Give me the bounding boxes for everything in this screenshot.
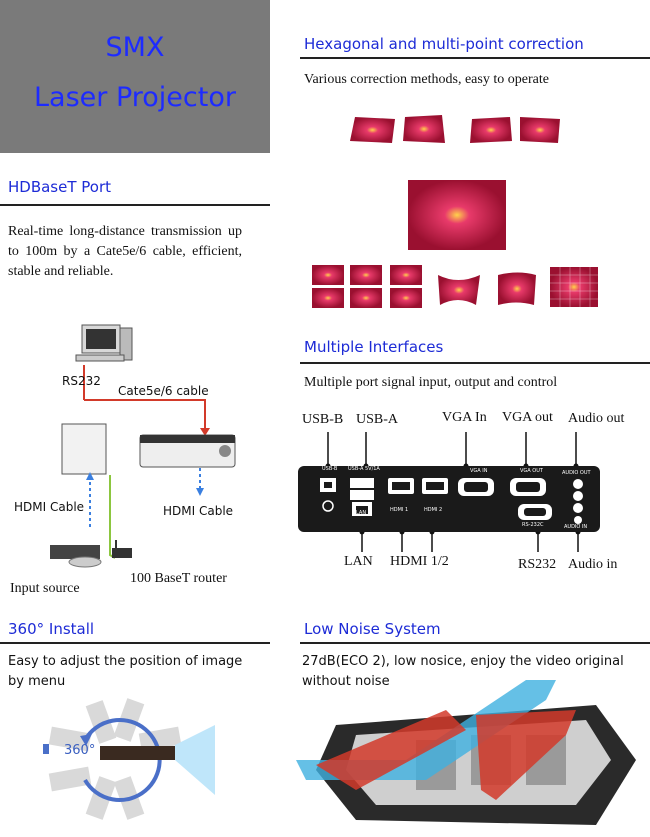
keystone-thumb-4 [520,117,560,143]
section-divider [0,642,270,644]
label-input-source: Input source [10,581,80,596]
interface-panel [298,432,600,552]
correction-illustration [312,115,598,308]
section-desc-hexagonal: Various correction methods, easy to oper… [304,72,549,87]
label-audio-out: Audio out [568,411,625,426]
section-desc-noise: 27dB(ECO 2), low nosice, enjoy the video… [302,654,624,689]
router-icon [112,548,132,558]
label-cat-cable: Cate5e/6 cable [118,384,209,398]
transmitter-box-icon [61,423,107,475]
noise-illustration [296,680,636,825]
label-rs232: RS232 [518,557,557,572]
label-usb-a: USB-A [356,412,399,427]
projection-beam [175,725,215,795]
corrected-image [408,180,506,250]
section-desc-interfaces: Multiple port signal input, output and c… [304,375,558,390]
panel-label-usb-b: USB-B [322,466,338,472]
install-illustration [43,698,215,820]
panel-label-lan: LAN [356,510,367,516]
hero-banner: SMX Laser Projector [0,0,270,153]
warp-thumb-2 [498,272,536,305]
panel-label-audio-out: AUDIO OUT [562,470,591,476]
label-vga-in: VGA In [442,410,487,425]
dvd-player-icon [50,545,100,559]
projector-icon [100,746,175,760]
panel-label-usb-a: USB-A 5V/1A [348,466,380,472]
label-audio-in: Audio in [568,557,618,572]
section-title-hdbaset: HDBaseT Port [8,178,112,196]
label-hdmi-cable-left: HDMI Cable [14,500,85,514]
hero-brand: SMX [105,32,165,63]
warp-thumb-1 [438,275,480,305]
red-airflow-arrow-1 [316,710,466,790]
label-vga-out: VGA out [502,410,553,425]
section-title-install: 360° Install [8,620,95,638]
section-desc-install: Easy to adjust the position of image by … [8,654,243,689]
section-divider [300,642,650,644]
section-desc-hdbaset: Real-time long-distance transmission up … [8,224,242,279]
red-airflow-arrow-2 [476,710,576,800]
section-divider [300,362,650,364]
label-hdmi-cable-right: HDMI Cable [163,504,234,518]
panel-label-audio-in: AUDIO IN [564,524,588,530]
panel-label-vga-out: VGA OUT [520,468,543,474]
panel-label-hdmi2: HDMI 2 [424,507,443,513]
label-router: 100 BaseT router [130,571,227,586]
section-title-interfaces: Multiple Interfaces [304,338,444,356]
label-hdmi: HDMI 1/2 [390,554,449,569]
panel-label-rs232c: RS-232C [522,522,544,528]
install-badge: 360° [64,743,96,758]
hero-product: Laser Projector [34,82,236,113]
keystone-thumb-2 [403,115,445,143]
section-title-noise: Low Noise System [304,620,441,638]
label-usb-b: USB-B [302,412,344,427]
keystone-thumb-3 [470,117,512,143]
section-title-hexagonal: Hexagonal and multi-point correction [304,35,584,53]
label-lan: LAN [344,554,373,569]
grid-thumb [550,267,598,307]
hdbaset-diagram [50,324,236,568]
section-divider [300,57,650,59]
section-divider [0,204,270,206]
panel-label-hdmi1: HDMI 1 [390,507,409,513]
blue-airflow-arrow [296,680,556,780]
label-rs232-pc: RS232 [62,374,101,388]
keystone-thumb-1 [350,117,395,143]
panel-label-vga-in: VGA IN [470,468,488,474]
